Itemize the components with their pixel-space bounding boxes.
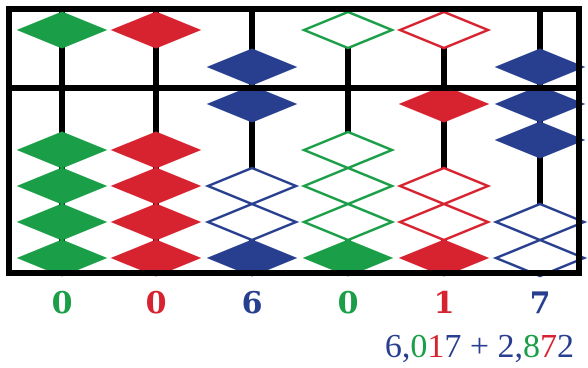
equation-part-8: 7	[540, 328, 557, 365]
earth-bead-5-3	[396, 202, 492, 242]
digit-2: 0	[145, 286, 167, 321]
earth-bead-4-2	[300, 166, 396, 206]
equation-part-4: 7	[444, 328, 462, 365]
heaven-bead-3-1	[206, 48, 298, 86]
earth-bead-3-3	[204, 202, 300, 242]
sum-equation: 6,017 + 2,872	[385, 327, 574, 367]
earth-bead-2-3	[110, 203, 202, 241]
earth-bead-6-3	[492, 202, 588, 242]
earth-bead-4-1	[300, 130, 396, 170]
digit-4: 0	[337, 286, 359, 321]
abacus-frame	[6, 6, 582, 276]
earth-bead-2-1	[110, 131, 202, 169]
equation-part-6: 2,	[497, 328, 524, 365]
abacus-diagram	[6, 6, 588, 278]
equation-part-2: 0	[410, 328, 428, 365]
earth-bead-2-2	[110, 167, 202, 205]
heaven-bead-6-1	[494, 48, 586, 86]
equation-part-1: 6,	[384, 328, 411, 365]
equation-part-5: +	[461, 328, 498, 365]
digit-readout: 0 0 6 0 1 7	[0, 282, 588, 326]
heaven-bead-1-1	[16, 11, 108, 49]
earth-bead-3-2	[204, 166, 300, 206]
equation-part-9: 2	[557, 328, 574, 365]
earth-bead-3-1	[206, 85, 298, 123]
digit-6: 7	[529, 286, 551, 321]
earth-bead-1-2	[16, 167, 108, 205]
earth-bead-5-1	[398, 85, 490, 123]
equation-part-3: 1	[427, 328, 445, 365]
earth-bead-1-1	[16, 131, 108, 169]
digit-1: 0	[51, 286, 73, 321]
heaven-bead-2-1	[110, 11, 202, 49]
digit-3: 6	[241, 286, 263, 321]
earth-bead-6-2	[494, 121, 586, 159]
equation-part-7: 8	[523, 328, 540, 365]
earth-bead-6-1	[494, 85, 586, 123]
earth-bead-5-2	[396, 166, 492, 206]
earth-bead-1-3	[16, 203, 108, 241]
heaven-bead-4-1	[300, 10, 396, 50]
digit-5: 1	[433, 286, 455, 321]
abacus-beads	[16, 10, 588, 278]
earth-bead-4-3	[300, 202, 396, 242]
heaven-bead-5-1	[396, 10, 492, 50]
